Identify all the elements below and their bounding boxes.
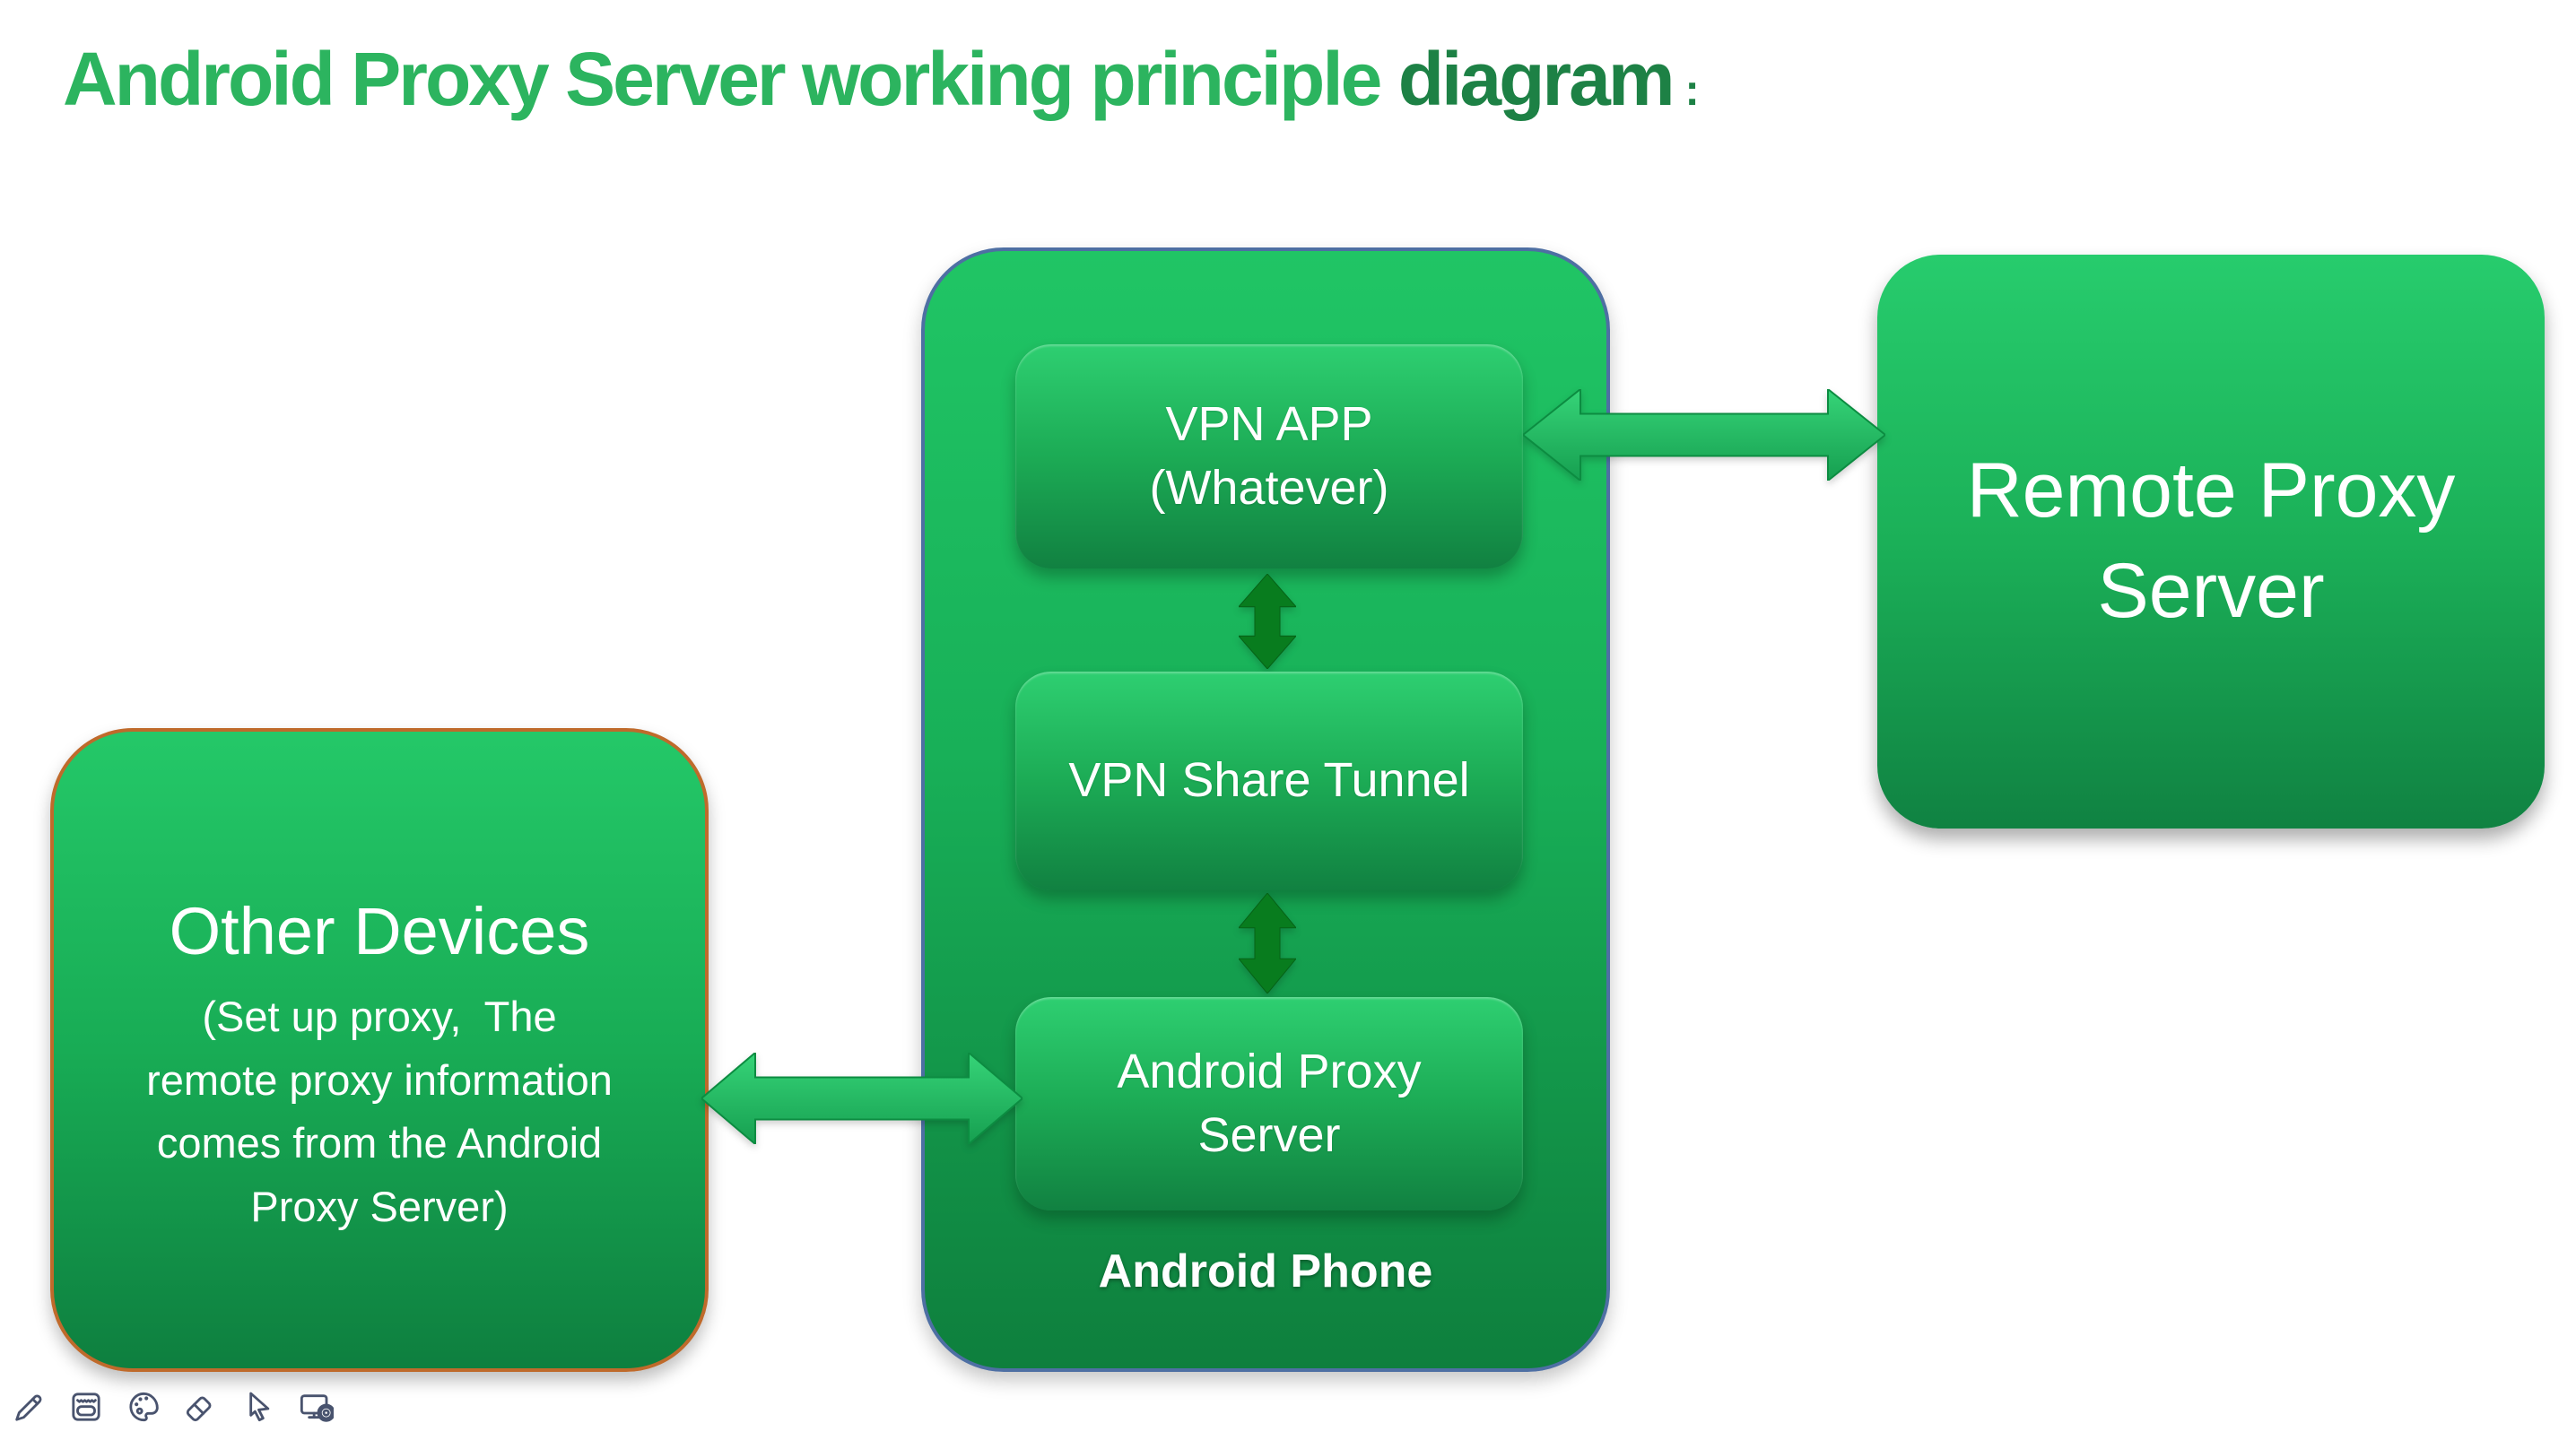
vpn-app-label-line1: VPN APP (1165, 396, 1373, 451)
vpn-app-box: VPN APP (Whatever) (1015, 344, 1523, 568)
pencil-icon[interactable] (11, 1389, 47, 1425)
android-phone-label: Android Phone (1098, 1245, 1433, 1297)
remote-proxy-server-label: Remote Proxy Server (1966, 447, 2456, 634)
notepad-icon[interactable] (68, 1389, 104, 1425)
other-devices-subtitle-line: comes from the Android (156, 1119, 603, 1167)
vertical-double-arrow-icon (1239, 574, 1296, 669)
cursor-icon[interactable] (240, 1389, 276, 1425)
android-proxy-server-label-line1: Android Proxy (1117, 1044, 1422, 1098)
android-phone-group: VPN APP (Whatever) VPN Share Tunnel Andr… (921, 247, 1610, 1372)
palette-icon[interactable] (126, 1389, 161, 1425)
vpn-app-label-line2: (Whatever) (1149, 461, 1389, 515)
title-accent-text: diagram (1397, 37, 1675, 121)
other-devices-subtitle: (Set up proxy, The remote proxy informat… (146, 985, 613, 1238)
remote-proxy-server-box: Remote Proxy Server (1877, 255, 2545, 829)
other-devices-subtitle-line: (Set up proxy, The (202, 993, 557, 1041)
title-colon: : (1684, 66, 1700, 115)
vpn-share-tunnel-box: VPN Share Tunnel (1015, 672, 1523, 890)
title-main-text: Android Proxy Server working principle (63, 37, 1398, 121)
annotation-toolbar (11, 1389, 335, 1425)
other-devices-subtitle-line: Proxy Server) (250, 1182, 509, 1230)
screen-record-icon[interactable] (298, 1389, 335, 1425)
eraser-icon[interactable] (183, 1389, 219, 1425)
page-title: Android Proxy Server working principle d… (63, 36, 1700, 123)
vertical-double-arrow-icon (1239, 893, 1296, 993)
other-devices-title: Other Devices (169, 894, 590, 968)
other-devices-subtitle-line: remote proxy information (146, 1055, 613, 1104)
horizontal-double-arrow-icon (701, 1053, 1023, 1144)
horizontal-double-arrow-icon (1523, 389, 1885, 481)
android-proxy-server-label-line2: Server (1197, 1108, 1341, 1162)
android-proxy-server-box: Android Proxy Server (1015, 997, 1523, 1210)
vpn-share-tunnel-label: VPN Share Tunnel (1068, 753, 1470, 808)
other-devices-box: Other Devices (Set up proxy, The remote … (50, 728, 709, 1372)
